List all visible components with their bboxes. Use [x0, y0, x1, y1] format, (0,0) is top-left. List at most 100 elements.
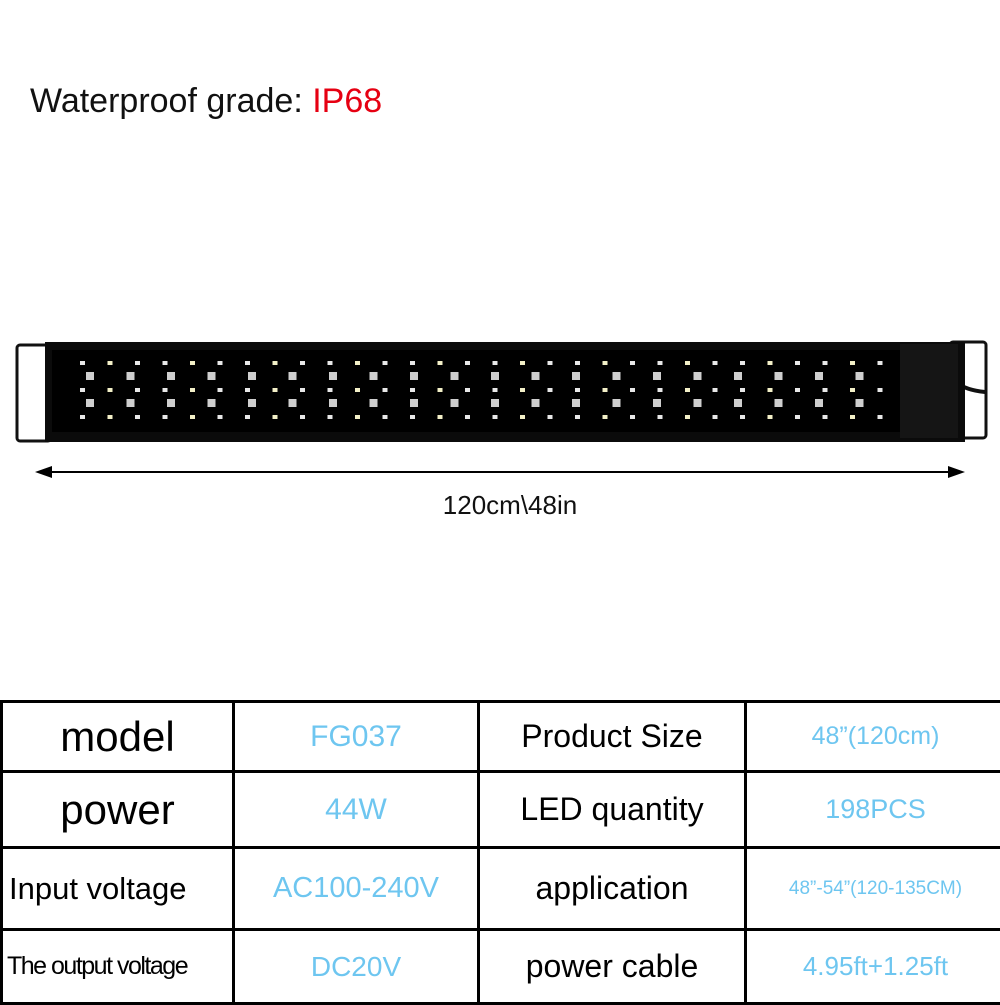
white-led [355, 361, 360, 365]
white-led [658, 388, 663, 392]
white-led [80, 415, 85, 419]
spec-key: Input voltage [2, 848, 234, 930]
spec-key: LED quantity [479, 772, 746, 848]
rgb-led [370, 399, 378, 407]
spec-key: Product Size [479, 702, 746, 772]
rgb-led [734, 372, 742, 380]
rgb-led [532, 399, 540, 407]
white-led [163, 361, 168, 365]
rgb-led [451, 399, 459, 407]
label-plate [900, 344, 958, 438]
white-led [465, 388, 470, 392]
rgb-led [653, 372, 661, 380]
white-led [520, 361, 525, 365]
white-led [795, 415, 800, 419]
white-led [355, 415, 360, 419]
waterproof-grade-heading: Waterproof grade: IP68 [30, 82, 382, 121]
rgb-led [127, 372, 135, 380]
led-panel [52, 350, 900, 432]
white-led [713, 415, 718, 419]
white-led [520, 415, 525, 419]
white-led [493, 361, 498, 365]
white-led [273, 415, 278, 419]
white-led [768, 361, 773, 365]
table-row: The output voltage DC20V power cable 4.9… [2, 930, 1000, 1004]
white-led [548, 415, 553, 419]
rgb-led [86, 372, 94, 380]
spec-value: AC100-240V [234, 848, 479, 930]
table-row: power 44W LED quantity 198PCS [2, 772, 1000, 848]
white-led [823, 415, 828, 419]
white-led [245, 361, 250, 365]
white-led [410, 361, 415, 365]
white-led [245, 415, 250, 419]
rgb-led [734, 399, 742, 407]
white-led [713, 361, 718, 365]
rgb-led [289, 399, 297, 407]
white-led [328, 361, 333, 365]
white-led [658, 361, 663, 365]
waterproof-grade-label: Waterproof grade: [30, 82, 303, 120]
rgb-led [653, 399, 661, 407]
white-led [80, 388, 85, 392]
white-led [108, 388, 113, 392]
rgb-led [532, 372, 540, 380]
white-led [218, 415, 223, 419]
spec-key: power cable [479, 930, 746, 1004]
spec-value: 44W [234, 772, 479, 848]
white-led [190, 415, 195, 419]
white-led [548, 361, 553, 365]
white-led [163, 388, 168, 392]
white-led [603, 361, 608, 365]
white-led [740, 415, 745, 419]
spec-value: 198PCS [746, 772, 1000, 848]
rgb-led [572, 372, 580, 380]
white-led [768, 388, 773, 392]
rgb-led [127, 399, 135, 407]
spec-key: model [2, 702, 234, 772]
white-led [80, 361, 85, 365]
table-row: model FG037 Product Size 48”(120cm) [2, 702, 1000, 772]
white-led [685, 361, 690, 365]
white-led [795, 388, 800, 392]
white-led [135, 415, 140, 419]
white-led [630, 361, 635, 365]
white-led [218, 361, 223, 365]
spec-value: 4.95ft+1.25ft [746, 930, 1000, 1004]
rgb-led [613, 372, 621, 380]
spec-table: model FG037 Product Size 48”(120cm) powe… [0, 700, 1000, 1005]
white-led [438, 388, 443, 392]
spec-value: 48”(120cm) [746, 702, 1000, 772]
white-led [603, 388, 608, 392]
white-led [658, 415, 663, 419]
white-led [713, 388, 718, 392]
white-led [823, 388, 828, 392]
white-led [108, 415, 113, 419]
rgb-led [613, 399, 621, 407]
rgb-led [248, 372, 256, 380]
white-led [850, 388, 855, 392]
white-led [273, 388, 278, 392]
white-led [438, 361, 443, 365]
white-led [768, 415, 773, 419]
rgb-led [694, 372, 702, 380]
white-led [878, 361, 883, 365]
white-led [273, 361, 278, 365]
white-led [438, 415, 443, 419]
rgb-led [775, 399, 783, 407]
white-led [190, 361, 195, 365]
waterproof-grade-value: IP68 [312, 82, 382, 120]
rgb-led [856, 372, 864, 380]
white-led [603, 415, 608, 419]
white-led [163, 415, 168, 419]
rgb-led [775, 372, 783, 380]
white-led [383, 415, 388, 419]
white-led [300, 388, 305, 392]
rgb-led [856, 399, 864, 407]
white-led [575, 415, 580, 419]
rgb-led [370, 372, 378, 380]
white-led [383, 388, 388, 392]
rgb-led [410, 372, 418, 380]
white-led [135, 361, 140, 365]
rgb-led [329, 372, 337, 380]
